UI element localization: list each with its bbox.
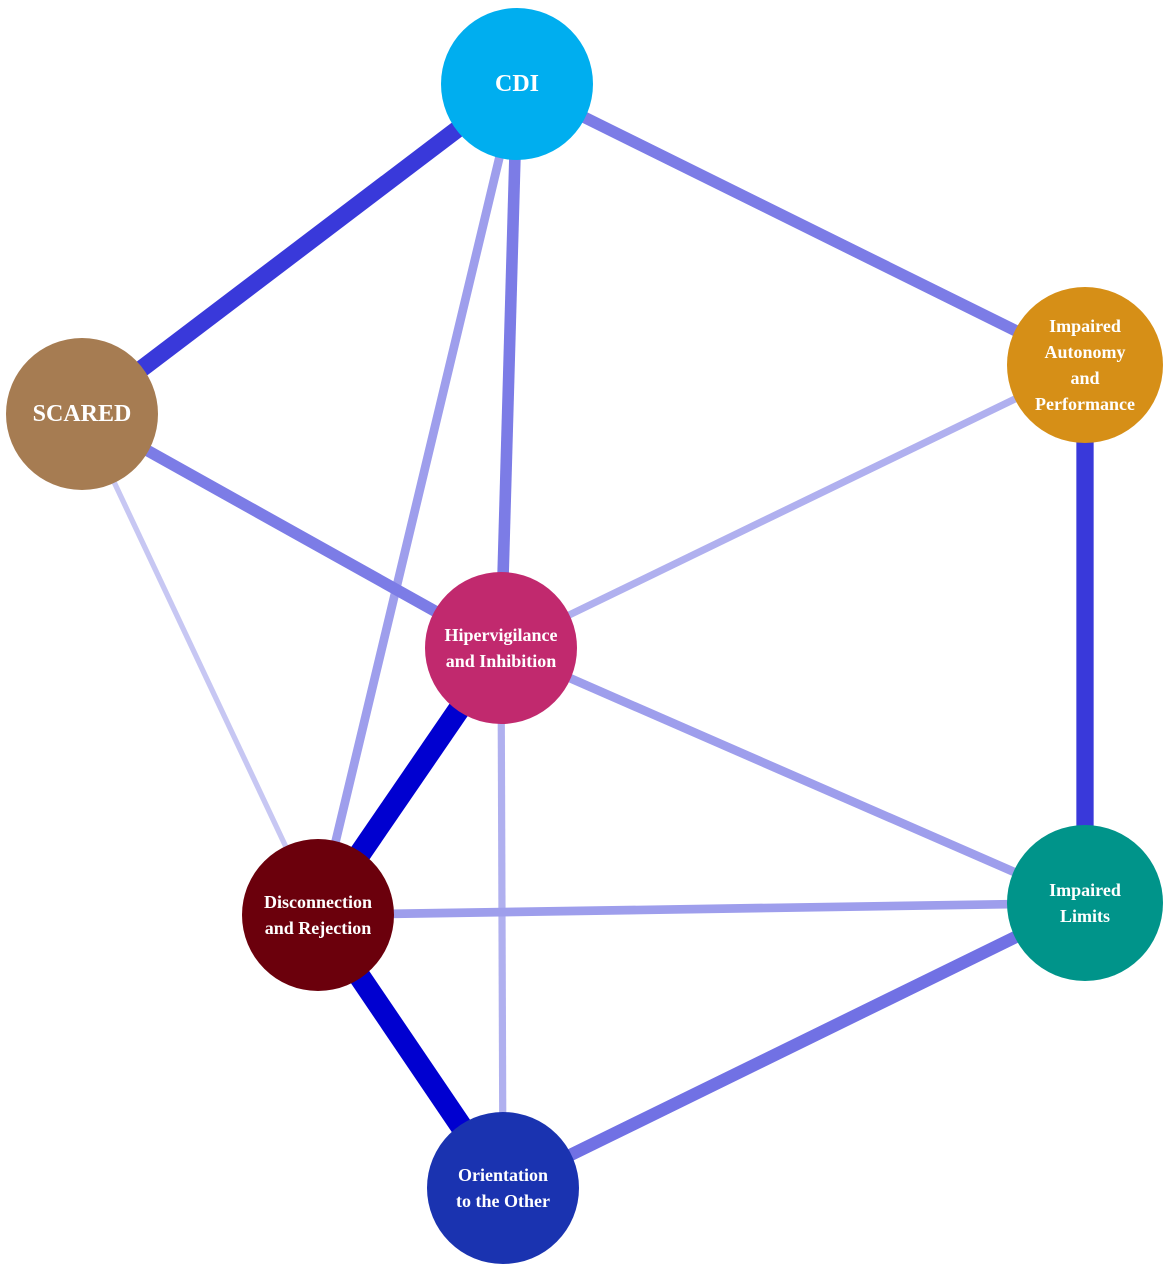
node-label-cdi-0: CDI — [495, 71, 539, 97]
node-label-iap-3: Performance — [1035, 394, 1135, 414]
node-label-il-1: Limits — [1060, 906, 1110, 926]
node-label-scared-0: SCARED — [33, 401, 132, 427]
edge-cdi-dr — [313, 82, 522, 917]
node-dr: Disconnection and Rejection — [242, 839, 394, 991]
node-circle-cdi — [441, 8, 593, 160]
node-hi: Hipervigilance and Inhibition — [425, 572, 577, 724]
node-circle-dr — [242, 839, 394, 991]
node-scared: SCARED — [6, 338, 158, 490]
node-label-hi-1: and Inhibition — [446, 651, 557, 671]
node-label-iap-0: Impaired — [1049, 316, 1121, 336]
edge-scared-hi — [79, 408, 504, 654]
edge-cdi-scared — [76, 77, 523, 421]
node-circle-hi — [425, 572, 577, 724]
edge-scared-dr — [79, 412, 321, 917]
edge-iap-hi — [499, 361, 1087, 652]
node-circle-il — [1007, 825, 1163, 981]
node-circle-oo — [427, 1112, 579, 1264]
edge-dr-il — [317, 898, 1086, 920]
edge-hi-oo — [497, 647, 507, 1189]
node-label-dr-1: and Rejection — [265, 918, 372, 938]
edge-il-oo — [500, 897, 1088, 1194]
edge-hi-il — [499, 644, 1087, 907]
node-cdi: CDI — [441, 8, 593, 160]
node-label-iap-2: and — [1070, 368, 1099, 388]
edge-cdi-iap — [514, 78, 1088, 371]
edges-layer — [76, 77, 1094, 1195]
node-circle-iap — [1007, 287, 1163, 443]
node-circle-scared — [6, 338, 158, 490]
edge-cdi-hi — [495, 83, 523, 649]
node-label-hi-0: Hipervigilance — [445, 625, 558, 645]
nodes-layer: CDISCAREDImpairedAutonomyandPerformanceH… — [6, 8, 1163, 1264]
node-label-iap-1: Autonomy — [1044, 342, 1125, 362]
node-label-dr-0: Disconnection — [264, 892, 372, 912]
node-label-oo-1: to the Other — [456, 1191, 550, 1211]
node-oo: Orientation to the Other — [427, 1112, 579, 1264]
node-label-oo-0: Orientation — [458, 1165, 548, 1185]
node-label-il-0: Impaired — [1049, 880, 1121, 900]
